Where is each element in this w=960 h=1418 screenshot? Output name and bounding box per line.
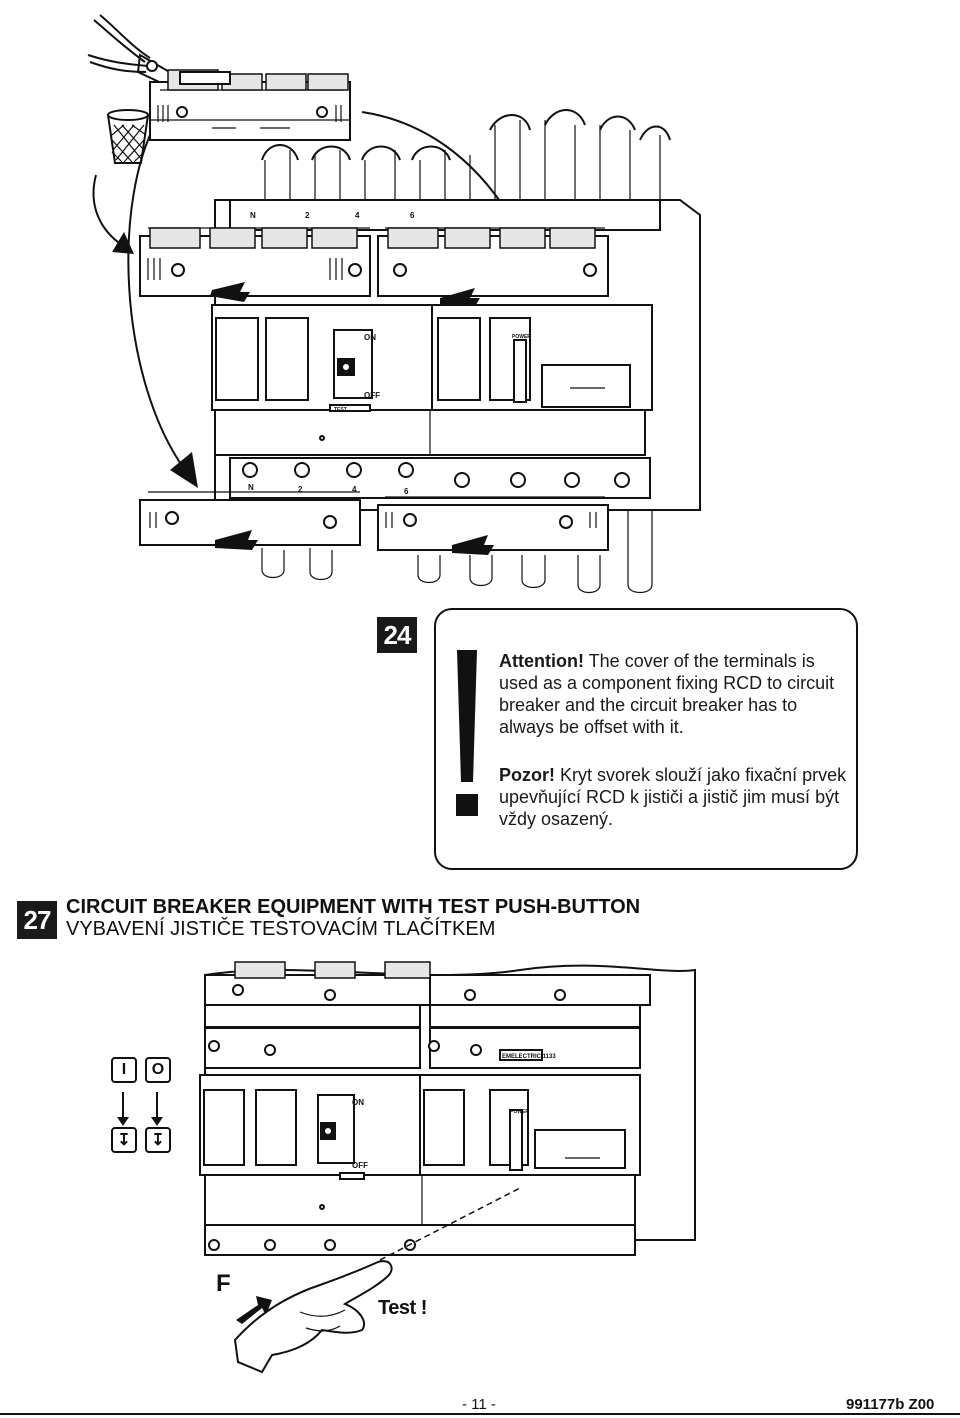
section-title-en: CIRCUIT BREAKER EQUIPMENT WITH TEST PUSH… <box>66 896 641 918</box>
svg-text:6: 6 <box>410 211 415 220</box>
on-symbol-icon: I <box>111 1057 137 1083</box>
svg-text:4: 4 <box>355 211 360 220</box>
arrow-down-icon <box>151 1092 163 1126</box>
svg-text:2: 2 <box>298 485 303 494</box>
power-label-2: POWER <box>510 1109 529 1115</box>
svg-text:2: 2 <box>305 211 310 220</box>
on-label-2: ON <box>352 1098 364 1107</box>
section-title-cz: VYBAVENÍ JISTIČE TESTOVACÍM TLAČÍTKEM <box>66 918 496 940</box>
attention-box <box>434 608 858 870</box>
trip-symbol-icon: ↧ <box>111 1127 137 1153</box>
arrow-down-icon <box>117 1092 129 1126</box>
breaker-body-top: N 2 4 6 ON OFF POWER TEST <box>139 109 701 511</box>
attention-text-en: The cover of the terminals is used as a … <box>499 651 835 737</box>
breaker-body-bottom: EMELECTRIC 1133 ON OFF POWER <box>199 961 696 1256</box>
step-24-badge: 24 <box>377 617 417 653</box>
step-27-badge: 27 <box>17 901 57 939</box>
pliers-icon <box>87 14 182 90</box>
off-label: OFF <box>364 391 380 400</box>
finger-press-icon <box>233 1260 393 1374</box>
push-arrow-icon <box>236 1296 272 1324</box>
test-button-guide-line <box>379 1187 521 1261</box>
attention-note-en: Attention! The cover of the terminals is… <box>499 650 849 738</box>
top-terminal-cover <box>149 69 351 141</box>
attention-note-cz: Pozor! Kryt svorek slouží jako fixační p… <box>499 764 849 830</box>
test-label: TEST <box>334 407 347 413</box>
page-number: - 11 - <box>462 1396 496 1413</box>
svg-text:4: 4 <box>352 485 357 494</box>
attention-text-cz: Kryt svorek slouží jako fixační prvek up… <box>499 765 847 829</box>
test-label-callout: Test ! <box>378 1297 427 1319</box>
attention-icon <box>457 650 477 782</box>
document-code: 991177b Z00 <box>846 1396 935 1413</box>
attention-icon-dot <box>456 794 478 816</box>
brand-label: EMELECTRIC 1133 <box>502 1054 556 1060</box>
off-symbol-icon: O <box>145 1057 171 1083</box>
off-label-2: OFF <box>352 1161 368 1170</box>
attention-heading-en: Attention! <box>499 651 584 671</box>
test-button-illustration: EMELECTRIC 1133 ON OFF POWER <box>199 961 696 1374</box>
on-label: ON <box>364 333 376 342</box>
attention-heading-cz: Pozor! <box>499 765 555 785</box>
trip-symbol-icon: ↧ <box>145 1127 171 1153</box>
bottom-terminal-covers <box>139 491 653 594</box>
terminal-cover-illustration: N 2 4 6 ON OFF POWER TEST <box>87 14 701 594</box>
force-label: F <box>216 1270 231 1297</box>
svg-text:6: 6 <box>404 487 409 496</box>
svg-text:N: N <box>250 211 256 220</box>
svg-text:N: N <box>248 483 254 492</box>
power-label: POWER <box>512 334 531 340</box>
footer-rule <box>0 1413 960 1415</box>
